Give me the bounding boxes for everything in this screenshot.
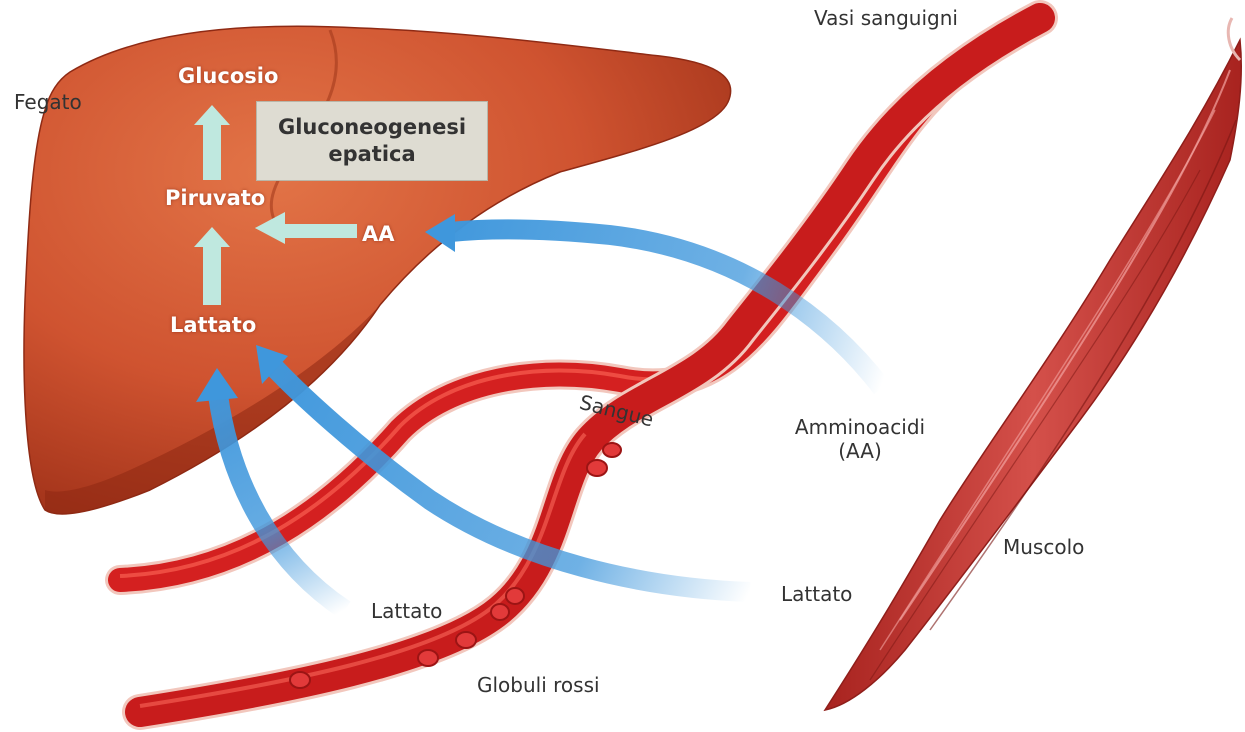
lattato-liver-label: Lattato <box>170 313 256 338</box>
muscolo-label: Muscolo <box>1003 535 1084 559</box>
amminoacidi-line2: (AA) <box>780 439 940 463</box>
gluconeogenesi-line1: Gluconeogenesi <box>278 114 466 141</box>
fegato-label: Fegato <box>14 90 82 114</box>
aa-label: AA <box>362 222 395 247</box>
glucosio-label: Glucosio <box>178 64 278 89</box>
amminoacidi-label: Amminoacidi (AA) <box>780 415 940 463</box>
vasi-sanguigni-label: Vasi sanguigni <box>814 6 958 30</box>
amminoacidi-line1: Amminoacidi <box>780 415 940 439</box>
gluconeogenesi-line2: epatica <box>328 141 415 168</box>
gluconeogenesi-box: Gluconeogenesi epatica <box>256 101 488 181</box>
globuli-rossi-label: Globuli rossi <box>477 673 600 697</box>
lattato-bottom-label: Lattato <box>371 599 442 623</box>
piruvato-label: Piruvato <box>165 186 265 211</box>
lattato-right-label: Lattato <box>781 582 852 606</box>
